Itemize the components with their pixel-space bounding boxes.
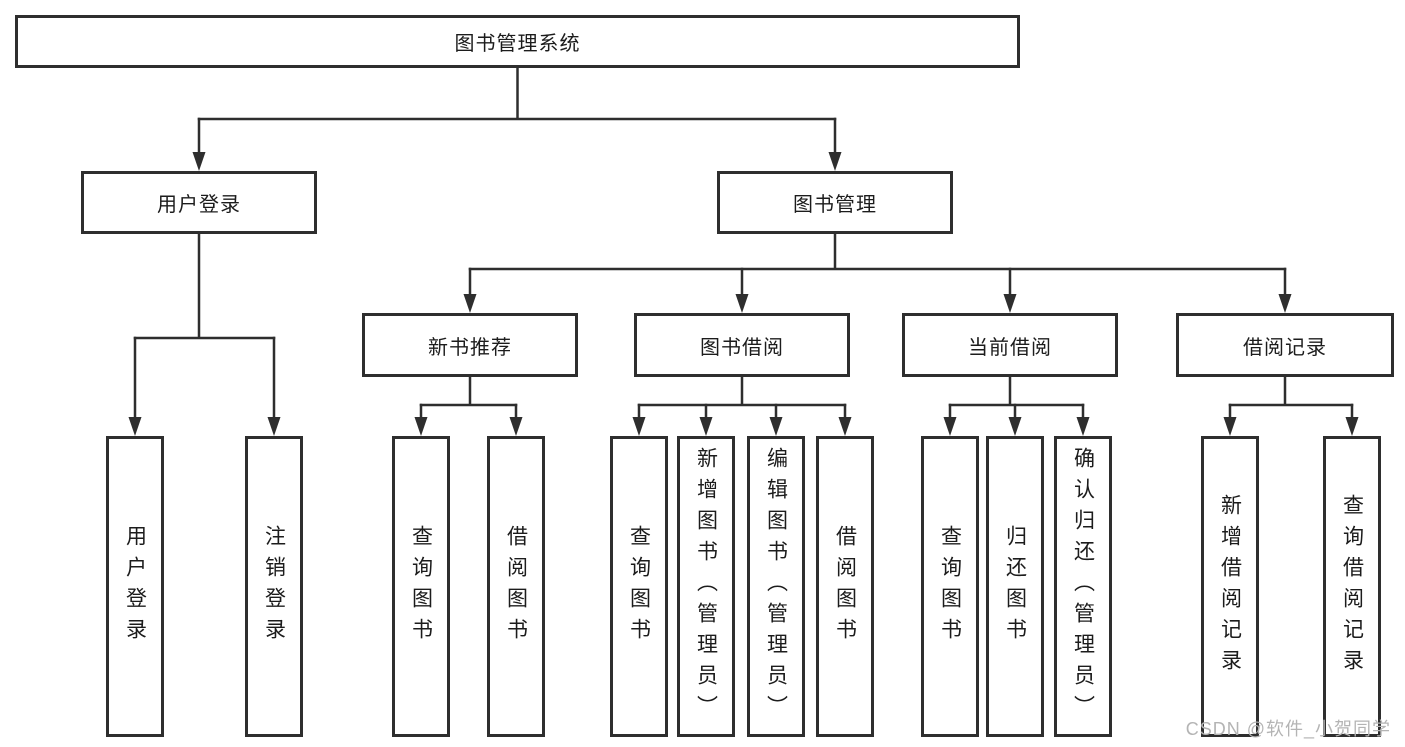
node-library-system: 图书管理系统 <box>15 15 1020 68</box>
leaf-user-login: 用户登录 <box>106 436 164 737</box>
leaf-query-books-current: 查询图书 <box>921 436 979 737</box>
spine-new-book <box>419 375 518 407</box>
node-borrowing-records-label: 借阅记录 <box>1243 336 1327 359</box>
leaf-query-borrow-record: 查询借阅记录 <box>1323 436 1381 737</box>
leaf-return-books-label: 归还图书 <box>1003 524 1027 649</box>
leaf-logout: 注销登录 <box>245 436 303 737</box>
leaf-logout-label: 注销登录 <box>262 524 286 649</box>
leaf-confirm-return-admin-label: 确认归还（管理员） <box>1071 447 1095 726</box>
leaf-borrow-books: 借阅图书 <box>816 436 874 737</box>
node-book-management: 图书管理 <box>717 171 953 234</box>
leaf-add-books-admin-label: 新增图书（管理员） <box>694 447 718 726</box>
leaf-add-borrow-record: 新增借阅记录 <box>1201 436 1259 737</box>
node-user-login: 用户登录 <box>81 171 317 234</box>
leaf-borrow-books-recommend: 借阅图书 <box>487 436 545 737</box>
spine-root <box>197 66 837 121</box>
leaf-query-borrow-record-label: 查询借阅记录 <box>1340 493 1364 680</box>
node-library-system-label: 图书管理系统 <box>454 33 581 55</box>
spine-book-mgmt <box>468 232 1287 271</box>
node-current-borrowing: 当前借阅 <box>902 313 1118 377</box>
spine-current-borrow <box>948 375 1085 407</box>
spine-user-login <box>133 232 276 340</box>
node-book-borrowing: 图书借阅 <box>634 313 850 377</box>
leaf-query-books-recommend: 查询图书 <box>392 436 450 737</box>
leaf-user-login-label: 用户登录 <box>123 524 147 649</box>
spine-borrow-records <box>1228 375 1354 407</box>
node-new-book-recommend: 新书推荐 <box>362 313 578 377</box>
node-borrowing-records: 借阅记录 <box>1176 313 1394 377</box>
node-current-borrowing-label: 当前借阅 <box>968 336 1052 359</box>
node-book-management-label: 图书管理 <box>793 194 877 216</box>
leaf-confirm-return-admin: 确认归还（管理员） <box>1054 436 1112 737</box>
arrowheads <box>128 152 1359 436</box>
leaf-add-borrow-record-label: 新增借阅记录 <box>1218 493 1242 680</box>
leaf-query-books-borrowing-label: 查询图书 <box>627 524 651 649</box>
leaf-borrow-books-recommend-label: 借阅图书 <box>504 524 528 649</box>
leaf-query-books-recommend-label: 查询图书 <box>409 524 433 649</box>
leaf-edit-books-admin: 编辑图书（管理员） <box>747 436 805 737</box>
node-new-book-recommend-label: 新书推荐 <box>428 336 512 359</box>
leaf-edit-books-admin-label: 编辑图书（管理员） <box>764 447 788 726</box>
node-user-login-label: 用户登录 <box>157 194 241 216</box>
node-book-borrowing-label: 图书借阅 <box>700 336 784 359</box>
leaf-add-books-admin: 新增图书（管理员） <box>677 436 735 737</box>
leaf-borrow-books-label: 借阅图书 <box>833 524 857 649</box>
leaf-query-books-borrowing: 查询图书 <box>610 436 668 737</box>
spine-book-borrow <box>637 375 847 407</box>
leaf-query-books-current-label: 查询图书 <box>938 524 962 649</box>
leaf-return-books: 归还图书 <box>986 436 1044 737</box>
